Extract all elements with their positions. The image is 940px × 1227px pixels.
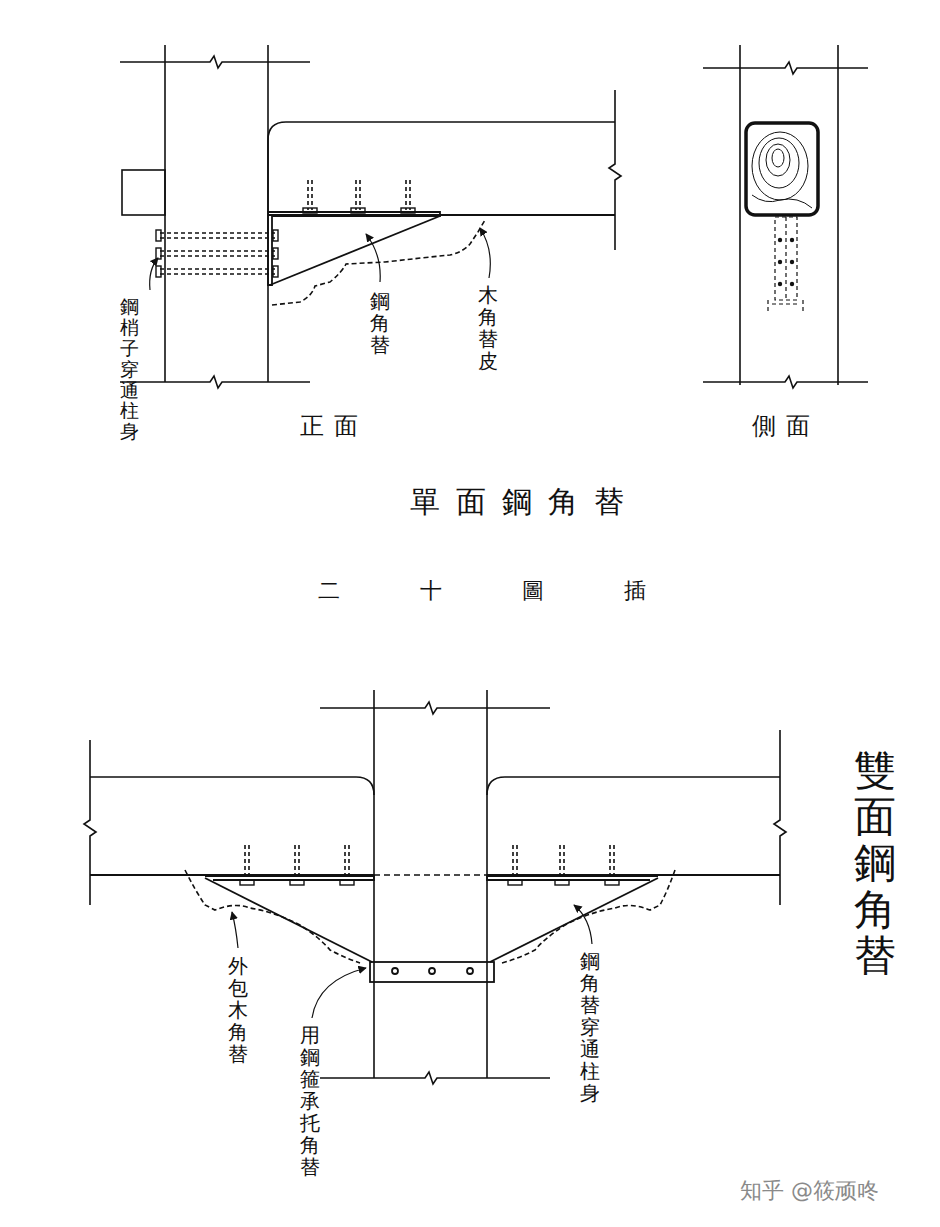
nuts-double bbox=[240, 880, 619, 885]
column-double bbox=[320, 690, 550, 1084]
bolts bbox=[160, 180, 410, 274]
hidden-line bbox=[374, 874, 487, 876]
steel-angle bbox=[268, 212, 440, 285]
callout-label: 鋼梢子穿通柱身 bbox=[120, 296, 139, 442]
bolts-double bbox=[245, 845, 614, 874]
beam-front bbox=[268, 90, 621, 250]
wood-section bbox=[746, 123, 818, 215]
wood-bracket-double bbox=[185, 870, 675, 963]
view-label: 側面 bbox=[752, 410, 820, 442]
beam-left bbox=[84, 740, 374, 905]
figure-number: 二十圖插 bbox=[318, 576, 726, 606]
steel-side bbox=[768, 217, 803, 312]
leader-lines-double bbox=[232, 905, 592, 1018]
steel-band bbox=[370, 962, 494, 982]
callout-label: 外包木角替 bbox=[228, 955, 248, 1065]
callout-label: 木角替皮 bbox=[478, 284, 498, 372]
watermark: 知乎 @筱顽咚 bbox=[740, 1176, 879, 1206]
callout-label: 鋼角替 bbox=[370, 290, 390, 356]
view-label: 正面 bbox=[300, 410, 368, 442]
bolt-dots bbox=[778, 238, 794, 286]
callout-label: 用鋼箍承托角替 bbox=[300, 1024, 320, 1178]
beam-right bbox=[487, 730, 786, 905]
callout-label: 鋼角替穿通柱身 bbox=[580, 950, 600, 1104]
column-side bbox=[703, 45, 868, 388]
wood-grain bbox=[752, 132, 812, 208]
figure-title: 單面鋼角替 bbox=[410, 482, 640, 523]
leader-lines bbox=[150, 228, 491, 290]
nuts bbox=[156, 208, 415, 277]
figure-title: 雙面鋼角替 bbox=[854, 748, 896, 979]
